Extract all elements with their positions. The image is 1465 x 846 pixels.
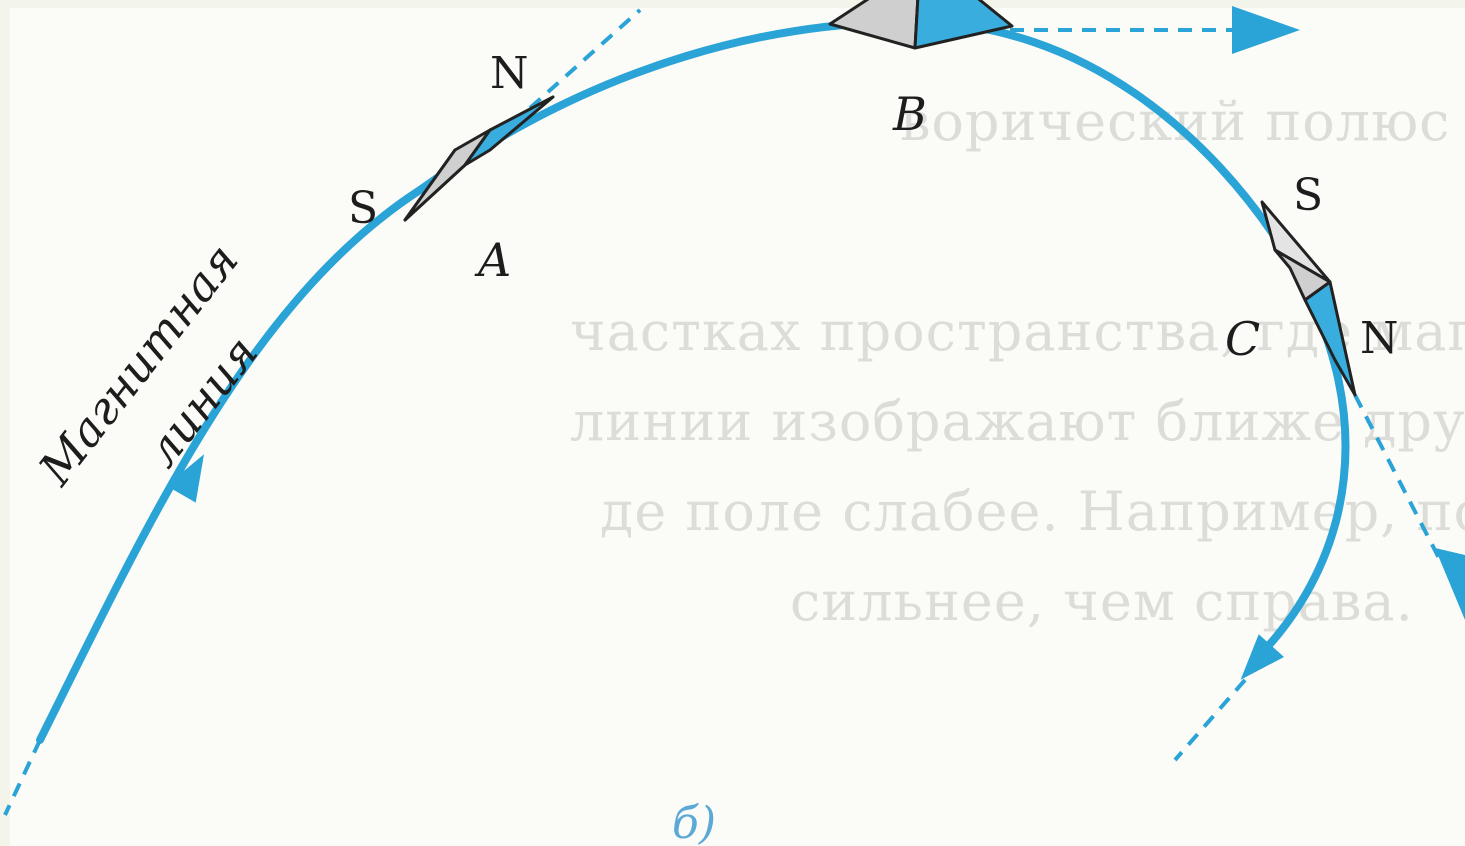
pole-label-s-a: S: [348, 183, 378, 234]
point-label-b: B: [892, 87, 927, 141]
ghost-text-line: де поле слабее. Например, поле, изображ: [600, 480, 1465, 543]
arrowhead-b: [1232, 6, 1300, 54]
ghost-text-line: ворический полюс магнитной стрелки, прим: [900, 90, 1465, 153]
direction-arrow: [1240, 634, 1285, 680]
compass-needle-a: [403, 95, 555, 222]
tangent-dashed-a: [528, 8, 642, 110]
point-label-c: C: [1225, 312, 1260, 366]
tangent-dashed-c: [1353, 394, 1442, 561]
point-label-a: A: [474, 233, 511, 287]
compass-needle-b: [828, 0, 1014, 50]
direction-arrow: [166, 454, 204, 503]
pole-label-s-c: S: [1293, 170, 1323, 221]
dashed-extension-start: [3, 739, 42, 816]
pole-label-n-a: N: [490, 48, 529, 99]
pole-label-n-c: N: [1360, 313, 1399, 364]
figure-caption: б): [672, 798, 716, 846]
arrowhead-c: [1435, 548, 1465, 620]
dashed-extension-end: [1173, 678, 1247, 762]
ghost-text-line: линии изображают ближе друг к другу,: [570, 390, 1465, 453]
compass-needle-c: [1260, 200, 1357, 397]
